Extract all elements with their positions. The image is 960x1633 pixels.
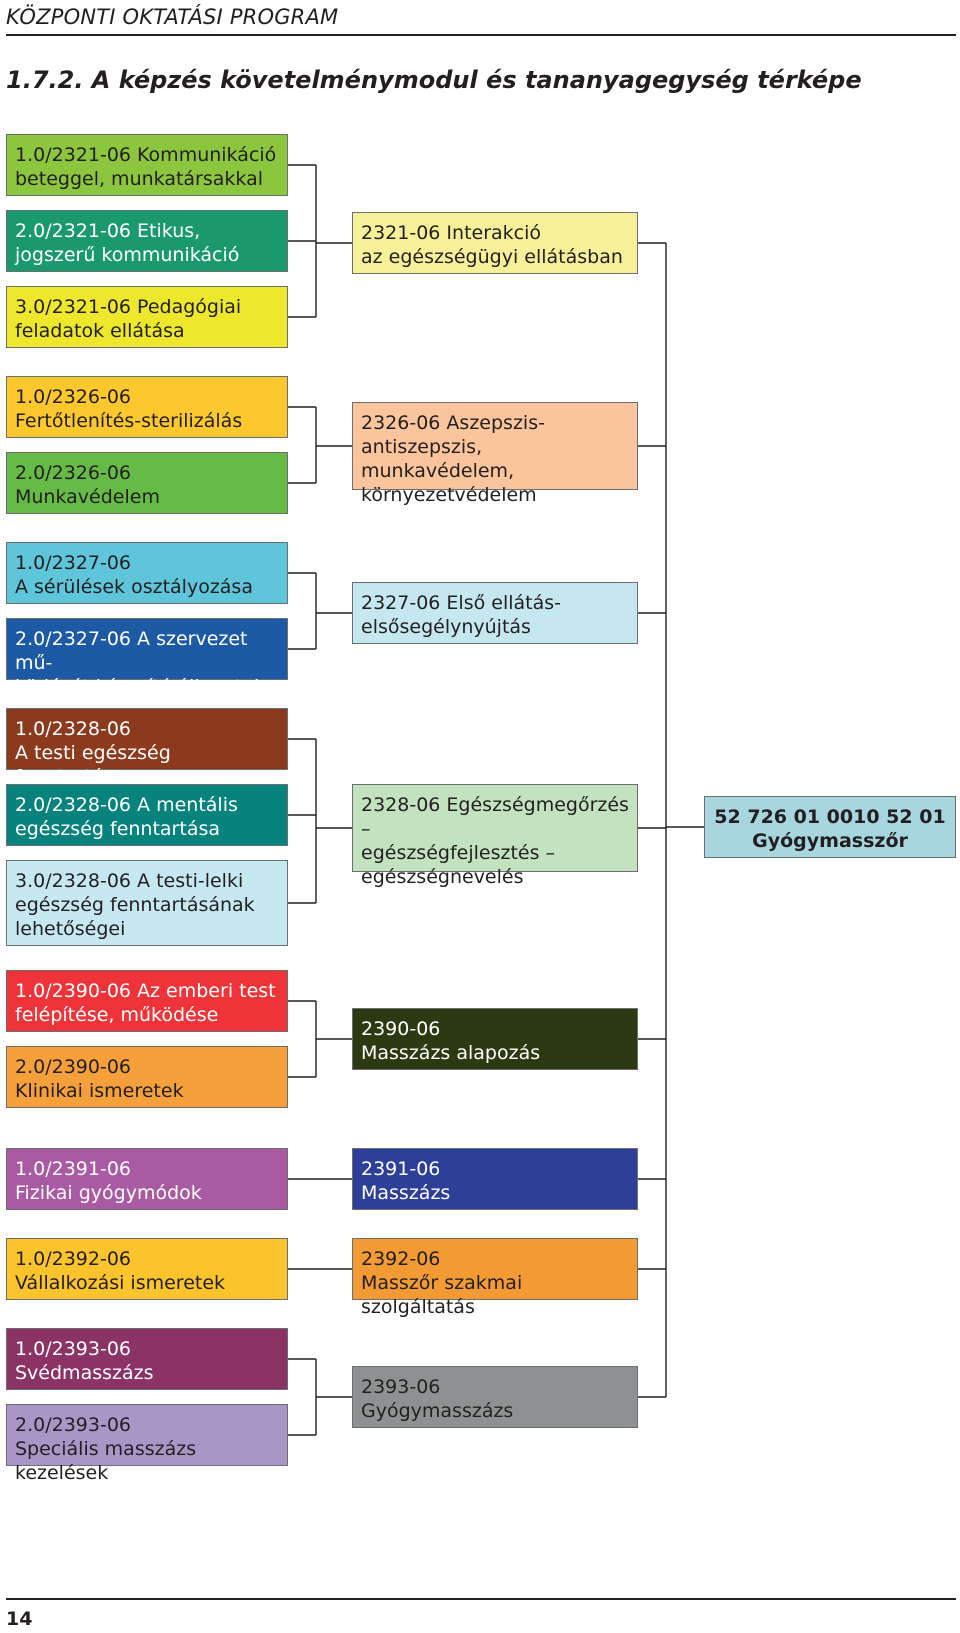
- module-box: 2321-06 Interakció az egészségügyi ellát…: [352, 212, 638, 274]
- unit-box: 1.0/2327-06 A sérülések osztályozása: [6, 542, 288, 604]
- unit-box: 2.0/2321-06 Etikus, jogszerű kommunikáci…: [6, 210, 288, 272]
- qualification-box: 52 726 01 0010 52 01 Gyógymasszőr: [704, 796, 956, 858]
- unit-box: 2.0/2328-06 A mentális egészség fenntart…: [6, 784, 288, 846]
- unit-box: 2.0/2327-06 A szervezet mű- ködését káro…: [6, 618, 288, 698]
- header-rule: [6, 34, 956, 36]
- module-box: 2326-06 Aszepszis- antiszepszis, munkavé…: [352, 402, 638, 506]
- footer-rule: [6, 1598, 956, 1600]
- section-title: 1.7.2. A képzés követelménymodul és tana…: [6, 66, 862, 94]
- page-number: 14: [6, 1608, 33, 1630]
- module-box: 2328-06 Egészségmegőrzés – egészségfejle…: [352, 784, 638, 888]
- unit-box: 1.0/2393-06 Svédmasszázs: [6, 1328, 288, 1390]
- unit-box: 1.0/2392-06 Vállalkozási ismeretek: [6, 1238, 288, 1300]
- module-box: 2327-06 Első ellátás- elsősegélynyújtás: [352, 582, 638, 644]
- module-box: 2393-06 Gyógymasszázs: [352, 1366, 638, 1428]
- module-box: 2391-06 Masszázs: [352, 1148, 638, 1210]
- unit-box: 1.0/2328-06 A testi egészség fenntartása: [6, 708, 288, 788]
- module-box: 2390-06 Masszázs alapozás: [352, 1008, 638, 1070]
- unit-box: 1.0/2390-06 Az emberi test felépítése, m…: [6, 970, 288, 1032]
- unit-box: 2.0/2390-06 Klinikai ismeretek: [6, 1046, 288, 1108]
- unit-box: 1.0/2326-06 Fertőtlenítés-sterilizálás: [6, 376, 288, 438]
- module-box: 2392-06 Masszőr szakmai szolgáltatás: [352, 1238, 638, 1318]
- unit-box: 3.0/2328-06 A testi-lelki egészség fennt…: [6, 860, 288, 946]
- unit-box: 3.0/2321-06 Pedagógiai feladatok ellátás…: [6, 286, 288, 348]
- unit-box: 2.0/2326-06 Munkavédelem: [6, 452, 288, 514]
- unit-box: 2.0/2393-06 Speciális masszázs kezelések: [6, 1404, 288, 1484]
- program-header: KÖZPONTI OKTATÁSI PROGRAM: [6, 5, 339, 29]
- unit-box: 1.0/2391-06 Fizikai gyógymódok: [6, 1148, 288, 1210]
- unit-box: 1.0/2321-06 Kommunikáció beteggel, munka…: [6, 134, 288, 196]
